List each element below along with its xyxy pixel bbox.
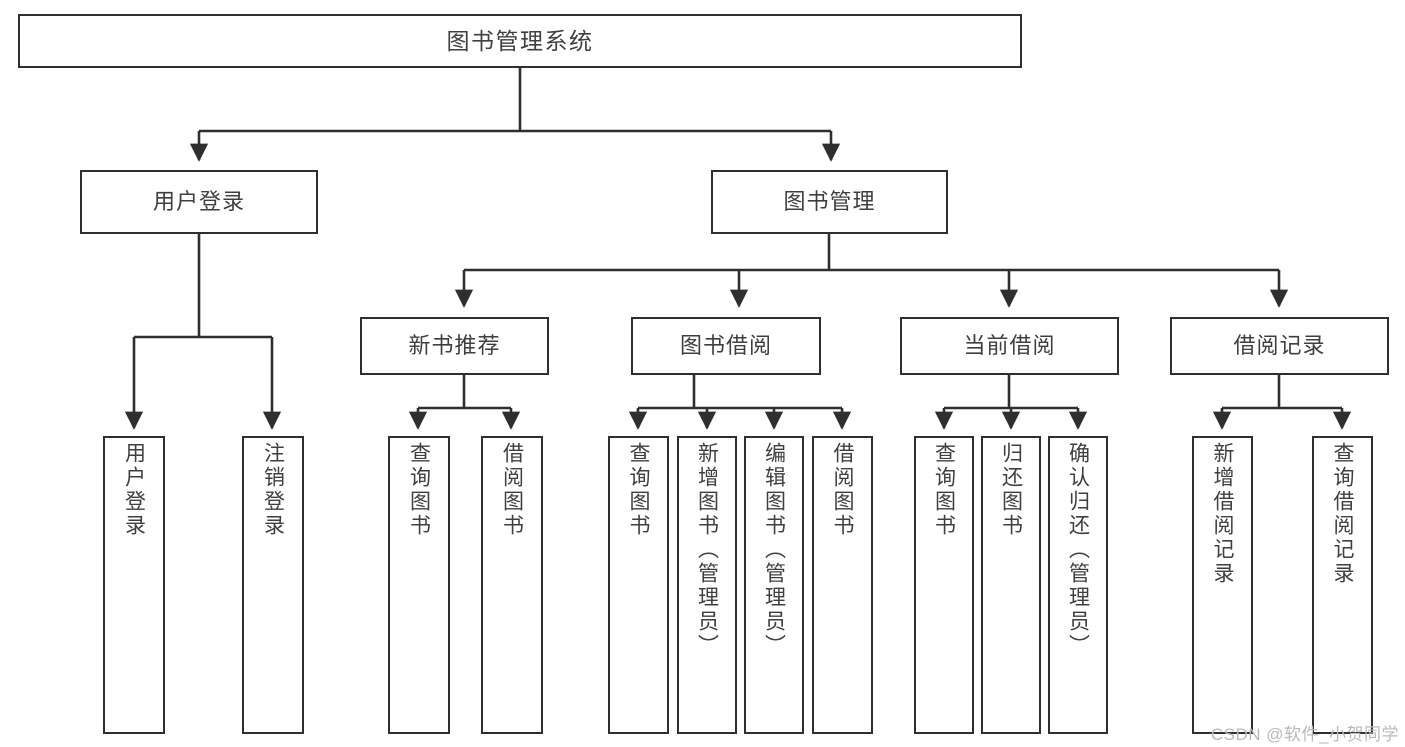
node-root-label: 图书管理系统 <box>446 27 594 54</box>
node-book-manage-label: 图书管理 <box>783 189 876 215</box>
node-leaf-user-login[interactable]: 用户登录 <box>103 436 165 734</box>
node-borrow-record[interactable]: 借阅记录 <box>1170 317 1389 375</box>
node-leaf-logout-label: 注销登录 <box>261 442 285 538</box>
node-leaf-query-book-1[interactable]: 查询图书 <box>388 436 450 734</box>
node-book-borrow[interactable]: 图书借阅 <box>631 317 821 375</box>
node-borrow-record-label: 借阅记录 <box>1233 333 1326 359</box>
node-leaf-edit-book-label: 编辑图书（管理员） <box>762 442 786 658</box>
node-leaf-confirm-return-label: 确认归还（管理员） <box>1066 442 1090 658</box>
node-user-login[interactable]: 用户登录 <box>80 170 318 234</box>
csdn-watermark: CSDN @软件_小贺同学 <box>1210 725 1399 744</box>
node-current-borrow-label: 当前借阅 <box>963 333 1056 359</box>
node-book-borrow-label: 图书借阅 <box>679 333 772 359</box>
node-leaf-borrow-book-2[interactable]: 借阅图书 <box>812 436 873 734</box>
node-book-manage[interactable]: 图书管理 <box>711 170 948 234</box>
node-current-borrow[interactable]: 当前借阅 <box>900 317 1119 375</box>
node-leaf-return-book[interactable]: 归还图书 <box>981 436 1041 734</box>
node-leaf-query-book-2-label: 查询图书 <box>627 442 650 538</box>
node-user-login-label: 用户登录 <box>152 189 245 215</box>
node-leaf-add-book-label: 新增图书（管理员） <box>695 442 719 658</box>
node-new-book-recommend[interactable]: 新书推荐 <box>360 317 549 375</box>
node-leaf-user-login-label: 用户登录 <box>122 442 146 538</box>
node-leaf-add-record[interactable]: 新增借阅记录 <box>1192 436 1253 734</box>
node-leaf-query-book-3[interactable]: 查询图书 <box>914 436 974 734</box>
node-leaf-add-record-label: 新增借阅记录 <box>1211 442 1234 586</box>
node-new-book-recommend-label: 新书推荐 <box>408 333 501 359</box>
node-leaf-borrow-book-2-label: 借阅图书 <box>831 442 854 538</box>
node-leaf-confirm-return[interactable]: 确认归还（管理员） <box>1048 436 1108 734</box>
node-leaf-logout[interactable]: 注销登录 <box>242 436 304 734</box>
node-leaf-query-record[interactable]: 查询借阅记录 <box>1312 436 1373 734</box>
node-leaf-query-book-2[interactable]: 查询图书 <box>608 436 669 734</box>
node-leaf-borrow-book-1-label: 借阅图书 <box>500 442 524 538</box>
node-leaf-edit-book[interactable]: 编辑图书（管理员） <box>744 436 804 734</box>
node-leaf-return-book-label: 归还图书 <box>999 442 1023 538</box>
node-leaf-query-book-3-label: 查询图书 <box>932 442 956 538</box>
node-leaf-borrow-book-1[interactable]: 借阅图书 <box>481 436 543 734</box>
node-root[interactable]: 图书管理系统 <box>18 14 1022 68</box>
node-leaf-add-book[interactable]: 新增图书（管理员） <box>677 436 737 734</box>
node-leaf-query-book-1-label: 查询图书 <box>407 442 431 538</box>
node-leaf-query-record-label: 查询借阅记录 <box>1331 442 1354 586</box>
